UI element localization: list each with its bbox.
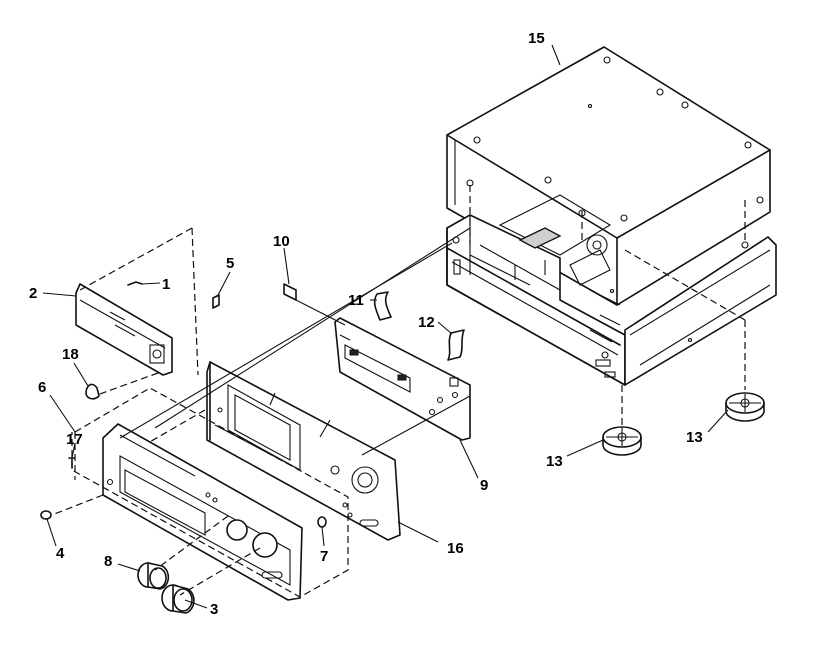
label-part-12: 12 bbox=[418, 314, 435, 331]
label-part-1: 1 bbox=[162, 276, 170, 293]
leader-lines bbox=[42, 44, 729, 609]
label-part-5: 5 bbox=[226, 255, 234, 272]
foot-13-left bbox=[602, 426, 642, 456]
part-labels: 1 2 3 4 5 6 7 8 9 10 11 12 13 13 15 16 1… bbox=[29, 30, 703, 618]
front-panel-6 bbox=[102, 423, 303, 601]
bracket-2 bbox=[75, 283, 173, 376]
label-part-15: 15 bbox=[528, 30, 545, 47]
part-10-clip bbox=[283, 283, 297, 301]
label-part-3: 3 bbox=[210, 601, 218, 618]
part-7 bbox=[317, 516, 327, 528]
foot-13-right bbox=[725, 392, 765, 422]
label-part-11: 11 bbox=[348, 292, 364, 309]
circuit-board-9 bbox=[334, 317, 471, 441]
assembly-guide-lines bbox=[51, 185, 746, 598]
connection-lines bbox=[119, 227, 471, 456]
part-11-cable bbox=[373, 291, 392, 321]
part-12-cable bbox=[447, 329, 465, 361]
label-part-18: 18 bbox=[62, 346, 79, 363]
label-part-7: 7 bbox=[320, 548, 328, 565]
part-1 bbox=[127, 281, 143, 286]
label-part-4: 4 bbox=[56, 545, 65, 562]
label-part-13-right: 13 bbox=[686, 429, 703, 446]
part-18-cap bbox=[85, 383, 100, 400]
knob-8 bbox=[137, 562, 170, 590]
chassis bbox=[446, 194, 777, 386]
front-frame-16 bbox=[206, 361, 401, 541]
label-part-9: 9 bbox=[480, 477, 488, 494]
label-part-2: 2 bbox=[29, 285, 37, 302]
label-part-10: 10 bbox=[273, 233, 290, 250]
part-4-pin bbox=[40, 510, 52, 520]
label-part-16: 16 bbox=[447, 540, 464, 557]
part-5 bbox=[212, 294, 220, 309]
label-part-8: 8 bbox=[104, 553, 112, 570]
label-part-6: 6 bbox=[38, 379, 46, 396]
label-part-13-left: 13 bbox=[546, 453, 563, 470]
label-part-17: 17 bbox=[66, 431, 83, 448]
